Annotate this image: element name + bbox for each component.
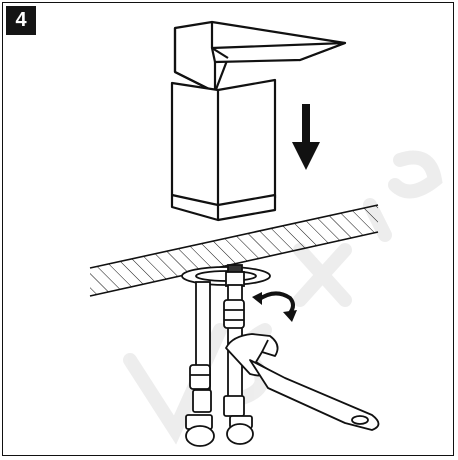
- faucet-handle: [173, 20, 347, 94]
- down-arrow-icon: [292, 104, 320, 170]
- faucet-body: [170, 78, 277, 222]
- hose-fittings: [185, 364, 254, 447]
- mounting-bolt: [223, 299, 245, 329]
- step-number-badge: 4: [6, 6, 36, 35]
- rotate-arrow-icon: [252, 291, 297, 322]
- mounting-plate: [181, 264, 271, 287]
- wrench-icon: [225, 333, 380, 431]
- countertop: [89, 204, 379, 297]
